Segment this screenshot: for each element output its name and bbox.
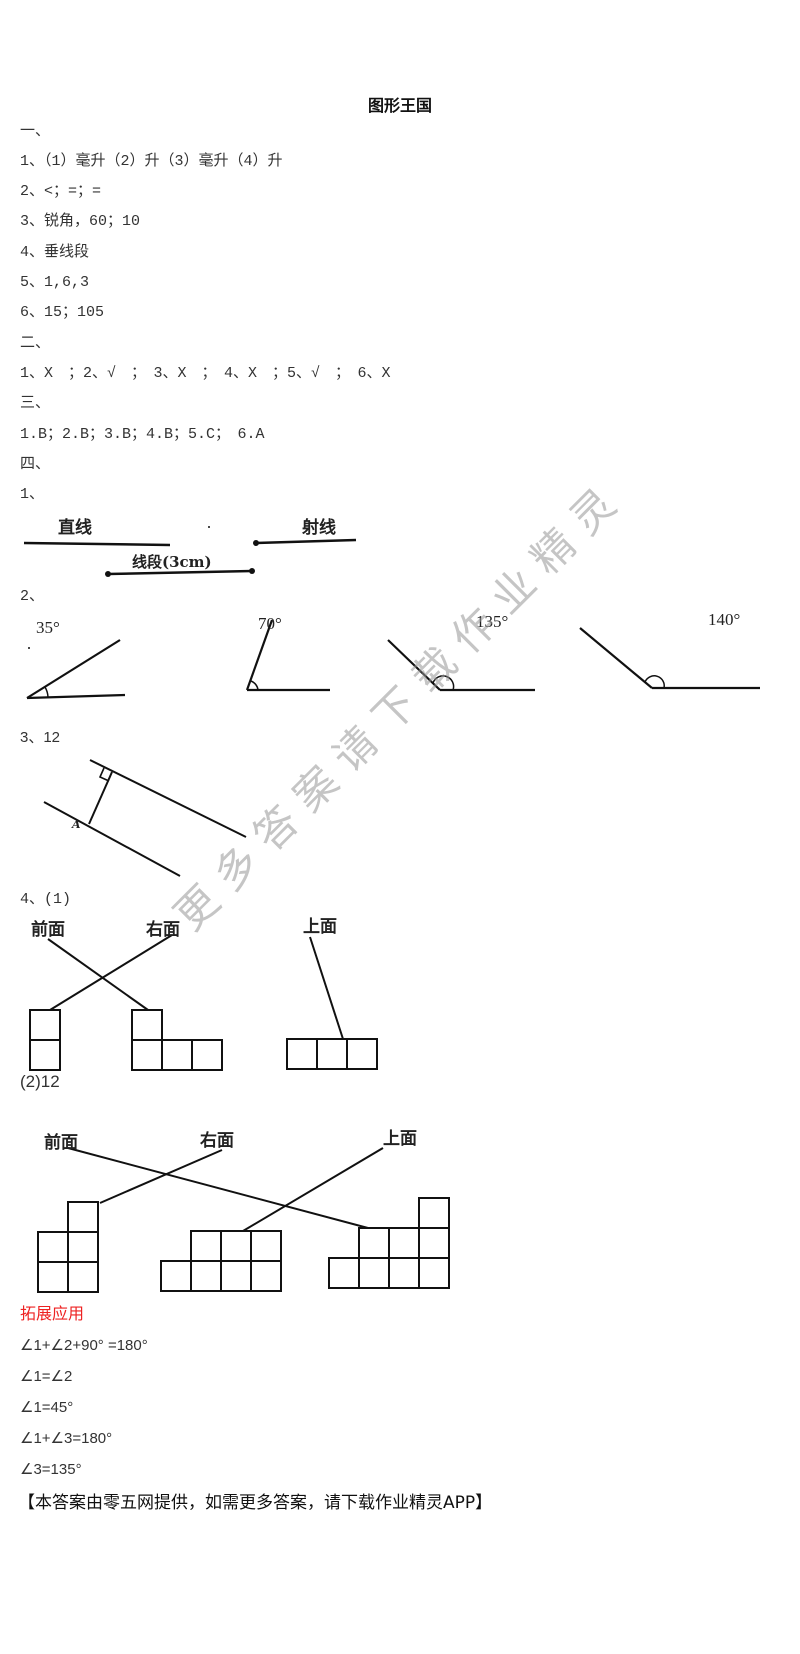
top-view-label-1: 上面 xyxy=(303,917,337,937)
views-figure-1: 前面 右面 上面 xyxy=(0,915,800,1075)
section4-heading: 四、 xyxy=(20,456,51,473)
section3-heading: 三、 xyxy=(20,395,51,412)
section1-item-3: 3、锐角，60；10 xyxy=(20,213,141,230)
section1-heading: 一、 xyxy=(20,123,51,140)
views-drawing-1 xyxy=(29,934,378,1071)
q4-1-label: 4、(1) xyxy=(20,891,72,908)
right-view-label-1: 右面 xyxy=(146,920,180,940)
angle-35-label: 35° xyxy=(36,618,60,637)
angles-figure: 35° 70° 135° 140° xyxy=(0,610,800,710)
lines-drawing xyxy=(23,526,357,577)
section1-item-1: 1、（1）毫升（2）升（3）毫升（4）升 xyxy=(20,153,283,170)
section1-item-4: 4、垂线段 xyxy=(20,244,90,261)
point-a-label: A xyxy=(72,818,81,831)
front-view-label-1: 前面 xyxy=(31,920,65,940)
front-view-label-2: 前面 xyxy=(44,1133,78,1153)
parallel-drawing xyxy=(43,759,247,877)
q2-label: 2、 xyxy=(20,588,45,605)
extension-line-2: ∠1=∠2 xyxy=(20,1368,73,1385)
extension-heading: 拓展应用 xyxy=(20,1306,85,1323)
angle-135-label: 135° xyxy=(476,612,509,631)
footer-note: 【本答案由零五网提供，如需更多答案，请下载作业精灵APP】 xyxy=(18,1493,493,1513)
page-title: 图形王国 xyxy=(367,96,432,115)
angle-70-label: 70° xyxy=(258,614,282,633)
angles-drawing xyxy=(26,619,760,700)
extension-line-4: ∠1+∠3=180° xyxy=(20,1430,113,1447)
angle-140-label: 140° xyxy=(708,610,741,629)
q1-label: 1、 xyxy=(20,486,45,503)
section1-item-2: 2、<；=；= xyxy=(20,183,102,200)
extension-line-5: ∠3=135° xyxy=(20,1461,82,1478)
extension-line-3: ∠1=45° xyxy=(20,1399,74,1416)
segment-label: 线段(3cm) xyxy=(132,553,212,571)
section1-item-6: 6、15；105 xyxy=(20,304,105,321)
section2-heading: 二、 xyxy=(20,335,51,352)
parallel-figure: A xyxy=(0,759,800,880)
right-view-label-2: 右面 xyxy=(200,1131,234,1151)
views-figure-2: 前面 右面 上面 xyxy=(0,1128,800,1303)
views-drawing-2 xyxy=(37,1147,450,1293)
section3-answers: 1.B；2.B；3.B；4.B；5.C； 6.A xyxy=(20,426,265,443)
section2-answers: 1、X ；2、√ ； 3、X ； 4、X ；5、√ ； 6、X xyxy=(20,365,391,382)
q4-2-label: (2)12 xyxy=(20,1072,60,1091)
section1-item-5: 5、1,6,3 xyxy=(20,274,90,291)
extension-line-1: ∠1+∠2+90° =180° xyxy=(20,1337,148,1354)
watermark: 更多答案请下载作业精灵 xyxy=(164,469,636,940)
ray-label: 射线 xyxy=(302,518,336,538)
top-view-label-2: 上面 xyxy=(383,1129,417,1149)
straight-line-label: 直线 xyxy=(58,518,92,538)
lines-figure: 直线 射线 线段(3cm) xyxy=(0,505,800,585)
q3-label: 3、12 xyxy=(20,729,61,746)
